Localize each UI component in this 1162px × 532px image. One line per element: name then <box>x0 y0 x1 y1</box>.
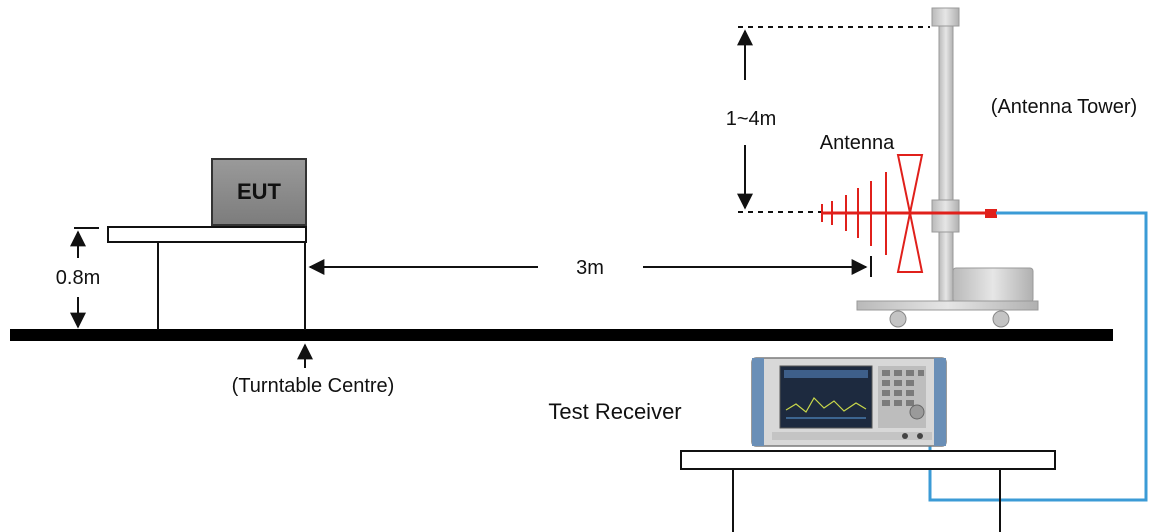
antenna-height-dimension: 1~4m <box>726 26 930 213</box>
antenna: Antenna <box>820 132 997 273</box>
table-height-label: 0.8m <box>56 267 100 289</box>
distance-label: 3m <box>576 257 604 279</box>
coaxial-cable <box>928 211 1148 502</box>
table-height-dimension: 0.8m <box>56 227 100 329</box>
receiver-table <box>680 450 1056 532</box>
antenna-tower: (Antenna Tower) <box>856 7 1137 328</box>
eut-box: EUT <box>211 158 307 226</box>
antenna-tower-label: (Antenna Tower) <box>991 96 1137 118</box>
test-receiver-instrument <box>751 357 947 447</box>
eut-label: EUT <box>237 179 282 204</box>
antenna-height-label: 1~4m <box>726 108 777 130</box>
turntable-centre-marker: (Turntable Centre) <box>232 343 395 397</box>
ground-line <box>10 329 1113 341</box>
distance-dimension: 3m <box>308 256 872 279</box>
eut-table <box>107 226 307 330</box>
turntable-centre-label: (Turntable Centre) <box>232 375 395 397</box>
test-receiver-label: Test Receiver <box>548 399 681 424</box>
antenna-label: Antenna <box>820 132 895 154</box>
